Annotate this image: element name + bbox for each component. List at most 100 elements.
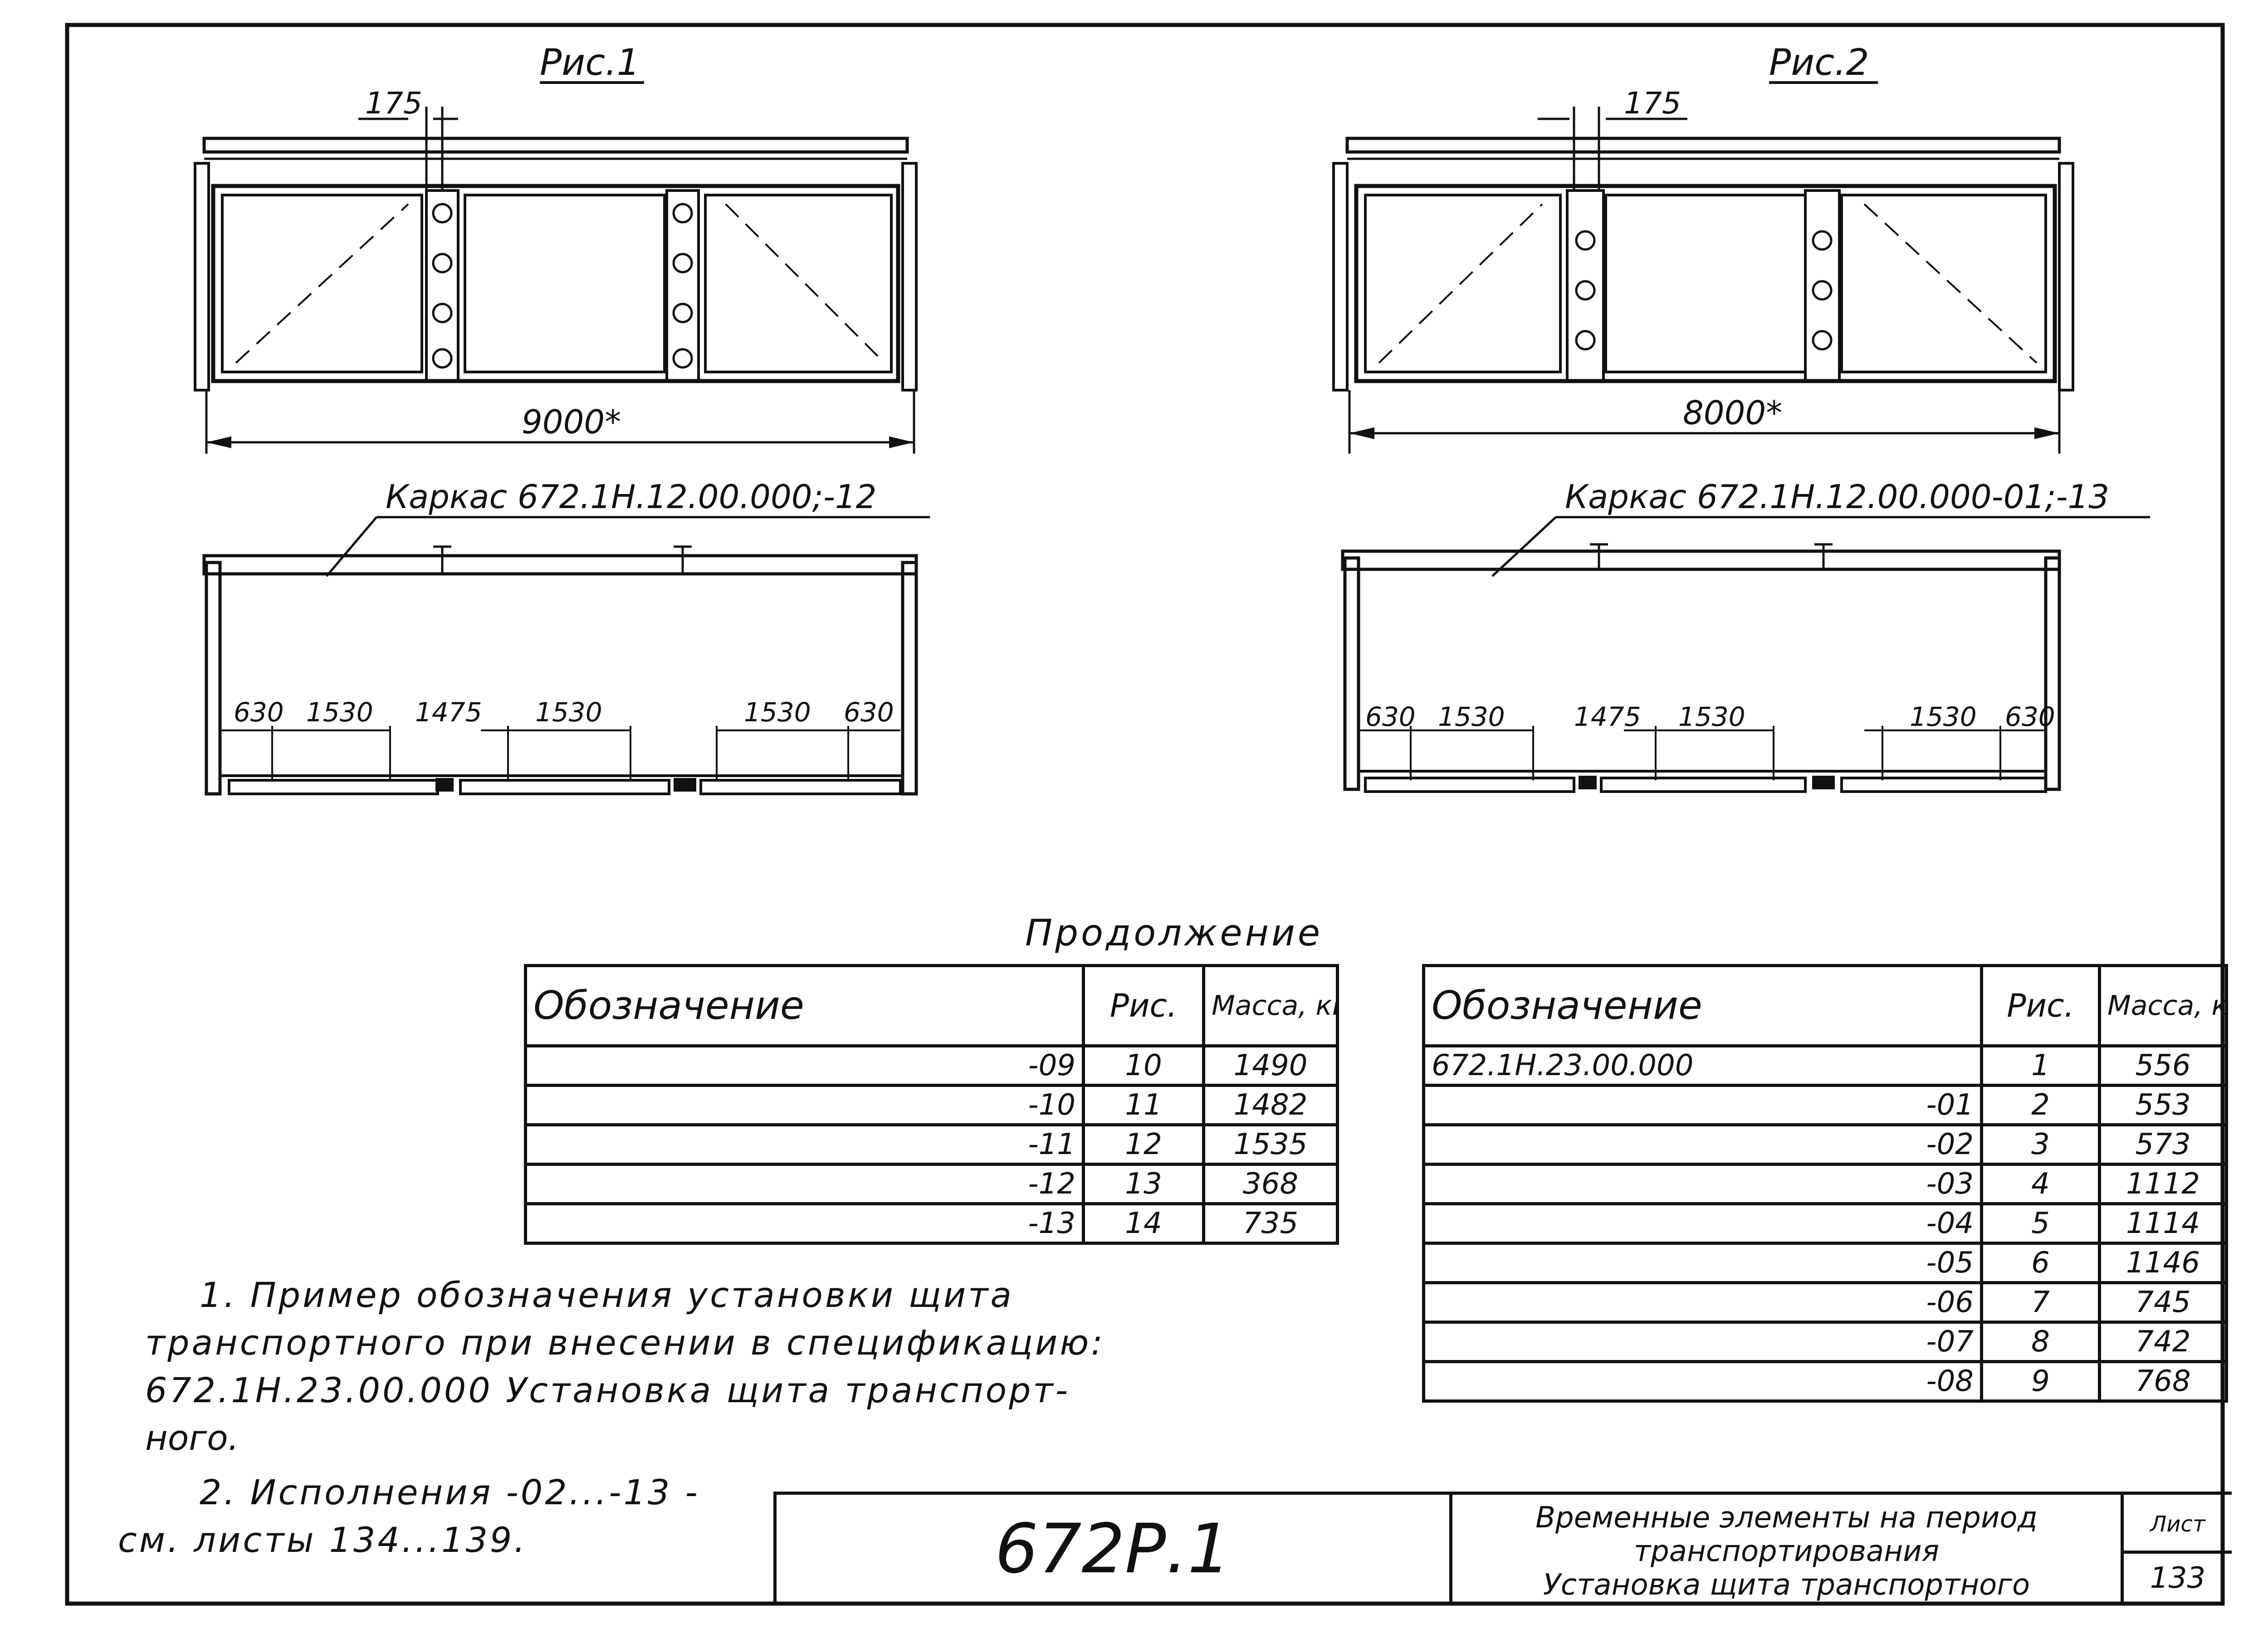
spec-table-right: Обозначение Рис. Масса, кг 672.1Н.23.00.… — [1422, 964, 2228, 1403]
note-1-line-2: транспортного при внесении в спецификаци… — [145, 1322, 1105, 1363]
fig2-dim-bottom-1: 1530 — [1438, 701, 1505, 732]
cell-fig: 12 — [1082, 1123, 1205, 1166]
cell-fig: 6 — [1980, 1242, 2101, 1284]
cell-mass: 735 — [1202, 1202, 1339, 1245]
fig1-dim-top: 175 — [365, 86, 422, 121]
cell-fig: 1 — [1980, 1044, 2101, 1087]
fig1-dim-bottom-2: 1475 — [415, 697, 482, 728]
spec-table-left: Обозначение Рис. Масса, кг -09 10 1490 -… — [524, 964, 1339, 1245]
fig1-dim-bottom-4: 1530 — [744, 697, 811, 728]
cell-mass: 1490 — [1202, 1044, 1339, 1087]
table-header-row: Обозначение Рис. Масса, кг — [524, 964, 1339, 1047]
cell-fig: 5 — [1980, 1202, 2101, 1245]
fig2-dim-bottom-2: 1475 — [1574, 701, 1641, 732]
fig2-dim-bottom-0: 630 — [1365, 701, 1416, 732]
note-2-line-2: см. листы 134...139. — [118, 1520, 528, 1560]
note-1-line-4: ного. — [145, 1418, 239, 1458]
table-row: -01 2 553 — [1422, 1084, 2228, 1126]
sheet-number: 133 — [2150, 1561, 2206, 1595]
table-row: 672.1Н.23.00.000 1 556 — [1422, 1044, 2228, 1087]
header-fig: Рис. — [1082, 964, 1205, 1047]
cell-fig: 14 — [1082, 1202, 1205, 1245]
fig2-frame-label: Каркас 672.1Н.12.00.000-01;-13 — [1565, 478, 2109, 516]
cell-fig: 3 — [1980, 1123, 2101, 1166]
fig1-dim-bottom-0: 630 — [234, 697, 284, 728]
document-name-line-3: Установка щита транспортного — [1543, 1568, 2030, 1602]
cell-designation: -09 — [524, 1044, 1085, 1087]
table-row: -04 5 1114 — [1422, 1202, 2228, 1245]
fig1-title: Рис.1 — [540, 41, 640, 83]
cell-designation: -12 — [524, 1163, 1085, 1205]
cell-fig: 8 — [1980, 1321, 2101, 1363]
cell-mass: 1146 — [2098, 1242, 2228, 1284]
cell-mass: 368 — [1202, 1163, 1339, 1205]
fig1-elevation-view: Каркас 672.1Н.12.00.000;-12 630 1530 147… — [202, 478, 930, 796]
cell-mass: 745 — [2098, 1281, 2228, 1324]
cell-mass: 1114 — [2098, 1202, 2228, 1245]
cell-mass: 1482 — [1202, 1084, 1339, 1126]
fig2-dim-bottom-3: 1530 — [1678, 701, 1745, 732]
table-row: -03 4 1112 — [1422, 1163, 2228, 1205]
cell-designation: 672.1Н.23.00.000 — [1422, 1044, 1983, 1087]
cell-fig: 10 — [1082, 1044, 1205, 1087]
cell-designation: -11 — [524, 1123, 1085, 1166]
table-row: -09 10 1490 — [524, 1044, 1339, 1087]
header-designation: Обозначение — [524, 964, 1085, 1047]
cell-mass: 556 — [2098, 1044, 2228, 1087]
fig2-dim-top: 175 — [1624, 86, 1681, 121]
header-fig: Рис. — [1980, 964, 2101, 1047]
cell-mass: 742 — [2098, 1321, 2228, 1363]
header-designation: Обозначение — [1422, 964, 1983, 1047]
fig1-dim-bottom-1: 1530 — [306, 697, 373, 728]
cell-mass: 573 — [2098, 1123, 2228, 1166]
header-mass: Масса, кг — [2098, 964, 2228, 1047]
cell-designation: -01 — [1422, 1084, 1983, 1126]
cell-designation: -08 — [1422, 1360, 1983, 1403]
cell-mass: 768 — [2098, 1360, 2228, 1403]
document-name-line-1: Временные элементы на период — [1535, 1501, 2038, 1535]
document-name-line-2: транспортирования — [1633, 1535, 1940, 1568]
sheet-border — [65, 23, 2225, 1606]
fig1-dim-bottom-5: 630 — [844, 697, 894, 728]
table-header-row: Обозначение Рис. Масса, кг — [1422, 964, 2228, 1047]
note-2-line-1: 2. Исполнения -02...-13 - — [200, 1472, 700, 1512]
cell-designation: -06 — [1422, 1281, 1983, 1324]
cell-fig: 7 — [1980, 1281, 2101, 1324]
table-row: -12 13 368 — [524, 1163, 1339, 1205]
title-block: 672Р.1 Временные элементы на период тран… — [773, 1492, 2232, 1603]
cell-mass: 1112 — [2098, 1163, 2228, 1205]
cell-fig: 4 — [1980, 1163, 2101, 1205]
table-row: -13 14 735 — [524, 1202, 1339, 1245]
fig1-dim-total: 9000* — [522, 403, 621, 441]
note-1-line-1: 1. Пример обозначения установки щита — [200, 1275, 1014, 1315]
table-row: -07 8 742 — [1422, 1321, 2228, 1363]
document-name: Временные элементы на период транспортир… — [1452, 1495, 2124, 1603]
cell-mass: 553 — [2098, 1084, 2228, 1126]
fig1-plan-view: Рис.1 175 9000* — [194, 41, 918, 454]
cell-fig: 2 — [1980, 1084, 2101, 1126]
sheet-label: Лист — [2124, 1495, 2232, 1554]
cell-fig: 11 — [1082, 1084, 1205, 1126]
fig2-dim-bottom-5: 630 — [2005, 701, 2055, 732]
table-row: -10 11 1482 — [524, 1084, 1339, 1126]
fig2-title: Рис.2 — [1769, 41, 1869, 83]
fig2-elevation-view: Каркас 672.1Н.12.00.000-01;-13 630 1530 … — [1341, 478, 2150, 793]
fig2-dim-bottom-4: 1530 — [1910, 701, 1977, 732]
cell-designation: -03 — [1422, 1163, 1983, 1205]
cell-fig: 9 — [1980, 1360, 2101, 1403]
table-row: -02 3 573 — [1422, 1123, 2228, 1166]
table-row: -08 9 768 — [1422, 1360, 2228, 1403]
table-row: -06 7 745 — [1422, 1281, 2228, 1324]
cell-designation: -13 — [524, 1202, 1085, 1245]
cell-fig: 13 — [1082, 1163, 1205, 1205]
cell-designation: -04 — [1422, 1202, 1983, 1245]
fig1-dim-bottom-3: 1530 — [535, 697, 602, 728]
table-row: -05 6 1146 — [1422, 1242, 2228, 1284]
continuation-label: Продолжение — [1025, 912, 1323, 954]
fig2-dim-total: 8000* — [1683, 394, 1782, 432]
cell-designation: -10 — [524, 1084, 1085, 1126]
table-row: -11 12 1535 — [524, 1123, 1339, 1166]
cell-designation: -02 — [1422, 1123, 1983, 1166]
cell-designation: -07 — [1422, 1321, 1983, 1363]
